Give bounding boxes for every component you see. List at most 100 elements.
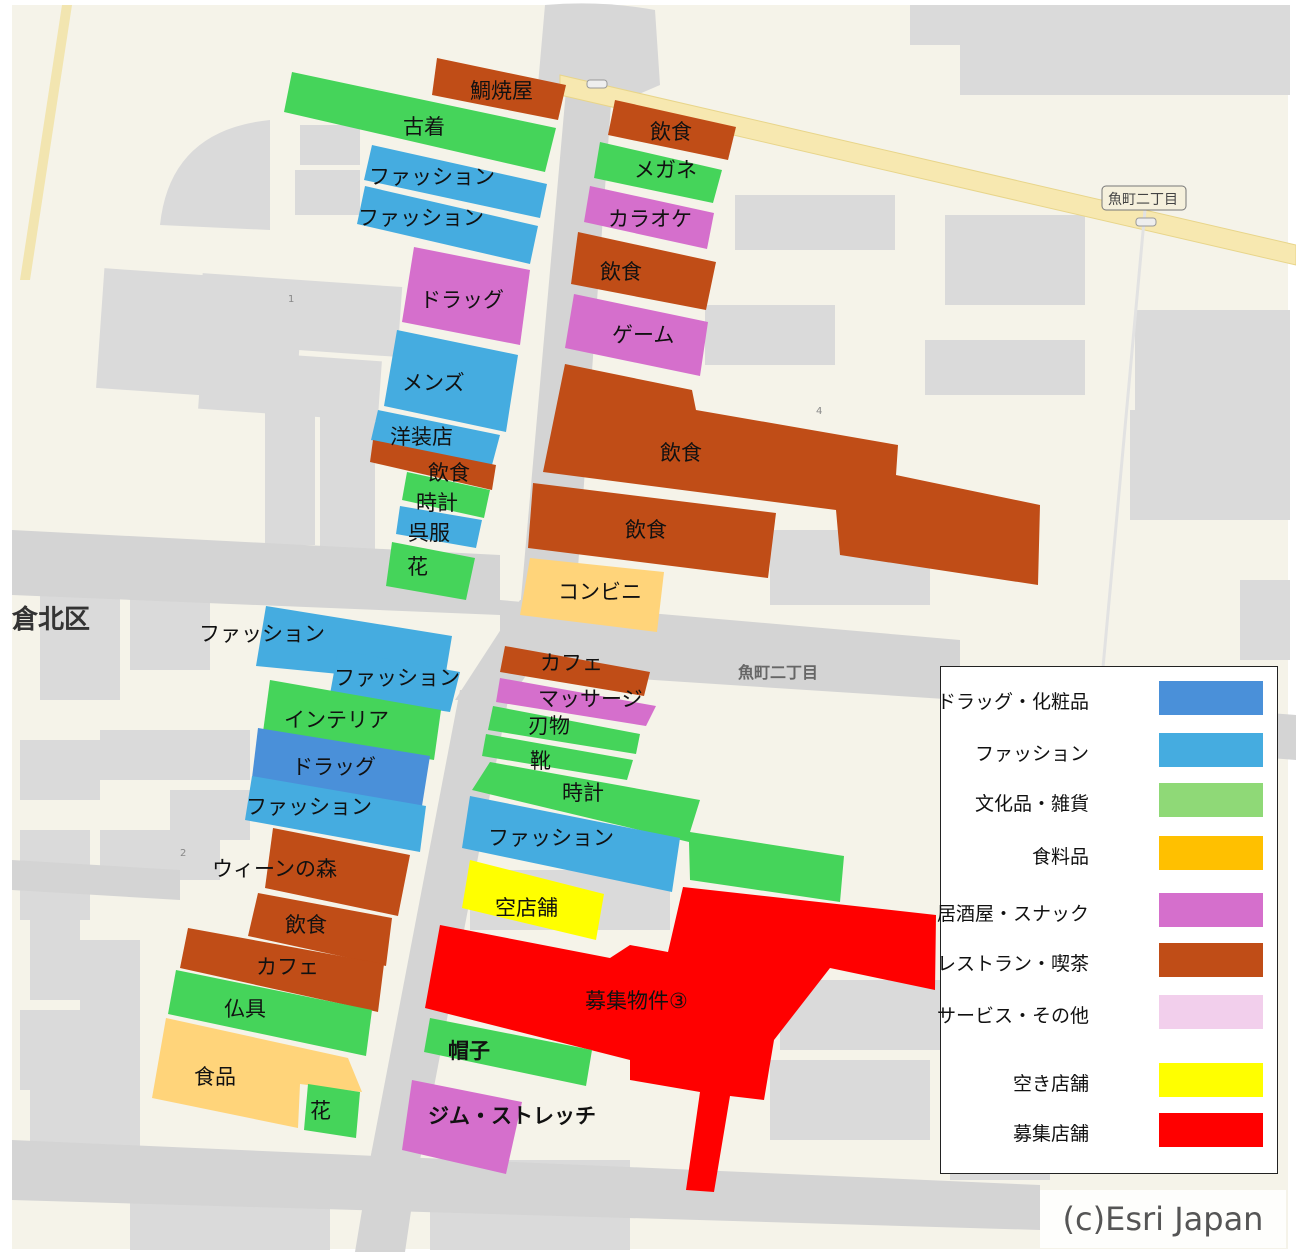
shop-cafe[interactable] [180,928,384,1012]
legend-item-drug-cosmetics: ドラッグ・化粧品 [937,679,1277,719]
lot-number-label: 4 [816,406,822,417]
shop-flowers[interactable] [386,542,475,600]
shop-taiyaki[interactable] [432,58,566,120]
legend-item-vacant: 空き店舗 [941,1061,1277,1101]
shop-label: ウィーンの森 [212,857,337,881]
legend-label: ファッション [974,743,1089,765]
shop-glasses[interactable] [594,142,722,203]
legend-label: 居酒屋・スナック [936,903,1089,925]
shop-wien-no-mori[interactable] [265,828,410,916]
map-attribution: (c)Esri Japan [1040,1190,1286,1248]
shop-label: 飲食 [625,518,667,542]
shop-fashion[interactable] [364,145,547,218]
shop-watch[interactable] [472,762,844,902]
shop-label: 古着 [403,115,445,139]
shop-shoes[interactable] [482,734,633,780]
shop-label: 帽子 [448,1039,490,1063]
shop-recruiting[interactable] [425,887,936,1192]
bus-stop-icon [586,79,608,89]
shop-label: ドラッグ [420,288,504,312]
shop-fashion[interactable] [462,796,680,892]
shop-restaurant[interactable] [543,364,1040,585]
legend-item-fashion: ファッション [941,731,1277,771]
bus-stop-icon [1135,217,1157,227]
shop-restaurant[interactable] [608,100,736,160]
shop-flowers[interactable] [304,1084,360,1138]
shop-label: カフェ [540,651,603,675]
shop-restaurant[interactable] [571,232,716,310]
shop-label: 花 [310,1099,331,1123]
rail-line [1098,209,1147,701]
legend-swatch [1159,1113,1263,1147]
shop-label: 呉服 [408,521,450,545]
shop-label: 花 [407,555,428,579]
legend-swatch [1159,681,1263,715]
shop-label: 時計 [562,781,604,805]
legend-item-recruiting: 募集店舗 [941,1111,1277,1151]
legend-swatch [1159,733,1263,767]
shop-karaoke[interactable] [584,186,714,249]
shop-yosoten[interactable] [371,410,500,465]
shop-mens[interactable] [384,330,518,432]
street-label: 魚町二丁目 [738,663,818,682]
shop-label: 刃物 [528,714,570,738]
legend-label: ドラッグ・化粧品 [936,691,1089,713]
shop-label: 時計 [416,491,458,515]
shop-restaurant[interactable] [370,440,496,490]
legend-swatch [1159,836,1263,870]
shop-label: 飲食 [660,441,702,465]
shop-label: ドラッグ [292,755,376,779]
shop-food[interactable] [152,1018,362,1128]
shop-gym[interactable] [402,1080,522,1174]
legend-item-food: 食料品 [941,834,1277,874]
legend-label: レストラン・喫茶 [936,953,1089,975]
shop-label: メンズ [402,371,465,395]
shop-convenience[interactable] [520,558,664,632]
shop-label: ファッション [246,795,372,819]
shop-label: ファッション [334,666,460,690]
legend-item-culture-goods: 文化品・雑貨 [941,781,1277,821]
shop-hats[interactable] [424,1018,592,1086]
legend-item-service-other: サービス・その他 [937,993,1277,1033]
shop-restaurant[interactable] [528,483,776,578]
shop-label: 洋装店 [390,425,453,449]
shop-label: 空店舗 [495,896,558,920]
shop-label: カフェ [256,955,319,979]
shop-label: カラオケ [608,207,692,231]
shop-vacant[interactable] [462,860,604,940]
legend-label: 募集店舗 [1012,1123,1089,1145]
legend-label: 空き店舗 [1012,1073,1089,1095]
legend-swatch [1159,783,1263,817]
shop-label: ジム・ストレッチ [428,1104,596,1128]
shop-drug[interactable] [402,247,530,345]
shop-buddhist-goods[interactable] [168,970,372,1056]
legend-swatch [1159,893,1263,927]
shop-cafe[interactable] [500,646,650,696]
shop-kimono[interactable] [396,506,482,548]
shop-game[interactable] [565,294,708,376]
shop-interior[interactable] [263,680,441,760]
shop-drug[interactable] [252,728,430,806]
shop-watch[interactable] [402,472,490,518]
shop-label: ファッション [358,206,484,230]
legend-swatch [1159,943,1263,977]
shop-label: 飲食 [285,913,327,937]
shop-fashion[interactable] [245,776,426,852]
shop-fashion[interactable] [357,186,538,264]
shop-cutlery[interactable] [488,706,640,754]
shop-label: ファッション [488,826,614,850]
lot-number-label: 1 [288,294,294,305]
shop-label: ファッション [199,622,325,646]
legend-swatch [1159,995,1263,1029]
shop-label: 靴 [530,749,551,773]
shop-restaurant[interactable] [248,893,392,966]
shop-massage[interactable] [496,678,656,726]
shop-furugi[interactable] [284,72,556,172]
shop-label: 募集物件③ [585,989,688,1013]
shop-label: 飲食 [428,461,470,485]
shop-label: マッサージ [538,687,643,711]
legend-item-izakaya-snack: 居酒屋・スナック [937,891,1277,931]
shop-label: コンビニ [558,580,642,604]
